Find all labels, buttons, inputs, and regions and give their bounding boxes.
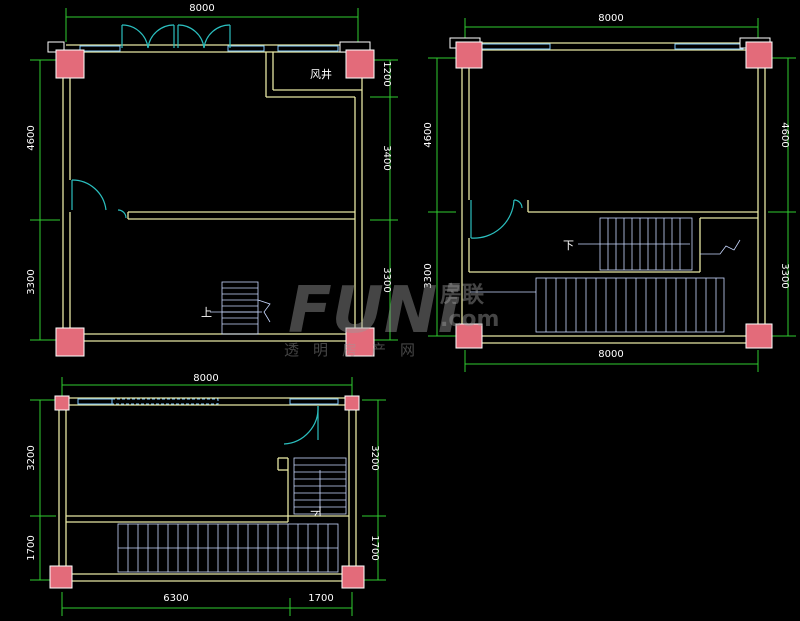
plan-a-dim-left-bottom: 3300 (26, 269, 37, 294)
plan-b-dimensions (428, 18, 796, 372)
plan-b-dim-top: 8000 (598, 13, 623, 24)
plan-b-columns (449, 37, 773, 349)
plan-c-dim-top: 8000 (193, 373, 218, 384)
plan-c-windows (77, 398, 339, 405)
watermark-logo-cn: 房联 (440, 282, 484, 308)
plan-a-stair-label: 上 (201, 306, 212, 319)
plan-a-room-label: 风井 (310, 67, 332, 81)
plan-a-dimensions (30, 8, 398, 341)
watermark-logo-com: .com (440, 307, 499, 332)
plan-a-walls (62, 44, 363, 342)
plan-c-door (283, 405, 319, 445)
plan-c-dimensions (30, 377, 386, 616)
plan-c-stairs (117, 457, 347, 573)
plan-a-entry-doors (121, 24, 231, 49)
plan-c: 8000 6300 1700 3200 1700 3200 1700 (26, 373, 386, 616)
plan-a-dim-left-top: 4600 (26, 125, 37, 150)
plan-c-dim-left-top: 3200 (26, 445, 37, 470)
plan-a: 8000 4600 3300 1200 3400 3300 (26, 3, 398, 357)
plan-a-dim-right-3: 3300 (381, 267, 392, 292)
plan-a-columns (47, 41, 375, 357)
watermark-tagline: 透明房产网 (284, 341, 429, 359)
plan-c-walls (58, 397, 357, 582)
plan-a-windows (79, 45, 339, 52)
plan-b-door (470, 199, 523, 239)
plan-b-dim-bottom: 8000 (598, 349, 623, 360)
plan-c-stair-label: 下 (309, 506, 322, 517)
plan-c-dim-bottom-right: 1700 (308, 593, 333, 604)
plan-a-dim-right-1: 1200 (381, 61, 392, 86)
plan-c-dim-right-top: 3200 (369, 445, 380, 470)
plan-a-dim-right-2: 3400 (381, 145, 392, 170)
plan-b-dim-right-top: 4600 (779, 122, 790, 147)
plan-b-stairs (470, 217, 741, 333)
plan-b-dim-left-top: 4600 (423, 122, 434, 147)
watermark: FUNi 房联 .com 透明房产网 (284, 274, 499, 359)
plan-b-windows (481, 43, 744, 50)
plan-c-columns (49, 395, 365, 589)
plan-b-walls (461, 42, 766, 344)
plan-a-room-door (71, 179, 127, 219)
plan-b-dim-left-bottom: 3300 (423, 263, 434, 288)
plan-b-stair-label: 下 (563, 239, 574, 252)
plan-a-dim-top: 8000 (189, 3, 214, 14)
plan-c-dim-left-bottom: 1700 (26, 535, 37, 560)
plan-b: 8000 8000 4600 3300 4600 3300 (423, 13, 796, 372)
plan-c-dim-bottom-left: 6300 (163, 593, 188, 604)
plan-a-stairs (210, 281, 271, 335)
watermark-logo: FUNi (288, 274, 460, 348)
plan-b-dim-right-bottom: 3300 (779, 263, 790, 288)
plan-c-dim-right-bottom: 1700 (369, 535, 380, 560)
